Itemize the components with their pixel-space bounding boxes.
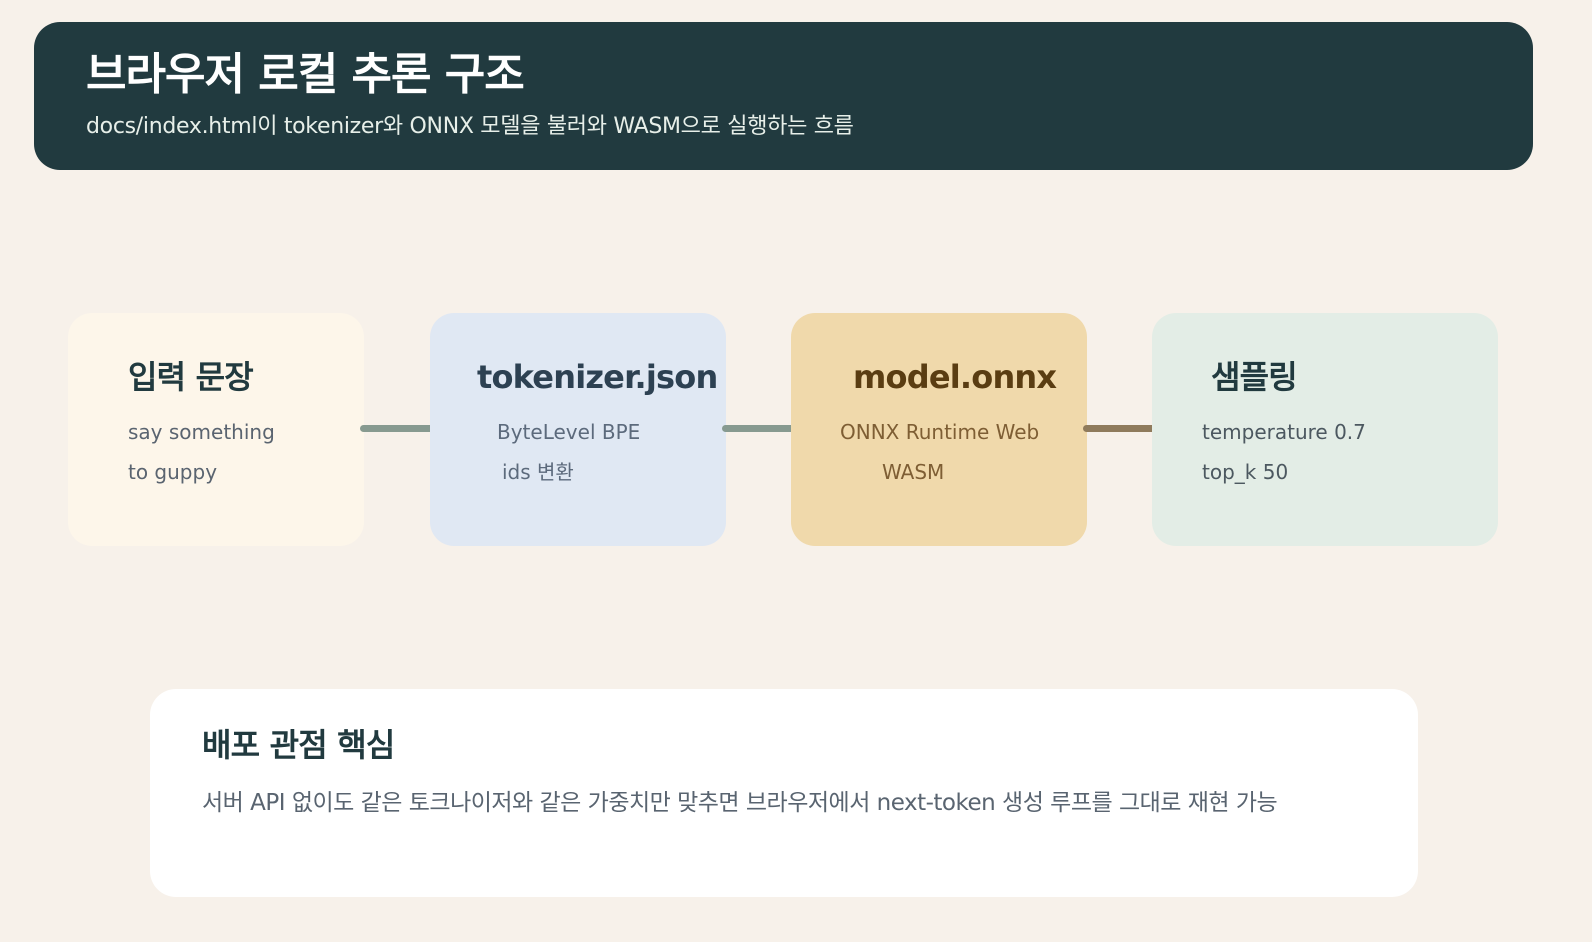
tokenizer-card-line-2: ids 변환	[502, 460, 574, 484]
sampling-card-title: 샘플링	[1211, 358, 1298, 396]
page-title: 브라우저 로컬 추론 구조	[86, 49, 525, 100]
connector-tokenizer-model	[722, 425, 795, 432]
input-sentence-card: 입력 문장 say something to guppy	[68, 313, 364, 546]
tokenizer-card-line-1: ByteLevel BPE	[497, 420, 641, 444]
input-card-title: 입력 문장	[128, 358, 254, 396]
model-card: model.onnx ONNX Runtime Web WASM	[791, 313, 1087, 546]
model-card-title: model.onnx	[853, 358, 1057, 396]
connector-input-tokenizer	[360, 425, 435, 432]
sampling-card-line-2: top_k 50	[1202, 460, 1289, 484]
model-card-line-1: ONNX Runtime Web	[840, 420, 1040, 444]
header-banner: 브라우저 로컬 추론 구조 docs/index.html이 tokenizer…	[34, 22, 1533, 170]
tokenizer-card-title: tokenizer.json	[477, 358, 718, 396]
connector-model-sampling	[1083, 425, 1156, 432]
input-card-line-1: say something	[128, 420, 275, 444]
sampling-card: 샘플링 temperature 0.7 top_k 50	[1152, 313, 1498, 546]
sampling-card-line-1: temperature 0.7	[1202, 420, 1366, 444]
summary-text: 서버 API 없이도 같은 토크나이저와 같은 가중치만 맞추면 브라우저에서 …	[202, 790, 1278, 816]
model-card-line-2: WASM	[882, 460, 945, 484]
summary-title: 배포 관점 핵심	[202, 726, 395, 764]
summary-card: 배포 관점 핵심 서버 API 없이도 같은 토크나이저와 같은 가중치만 맞추…	[150, 689, 1418, 897]
input-card-line-2: to guppy	[128, 460, 218, 484]
page-subtitle: docs/index.html이 tokenizer와 ONNX 모델을 불러와…	[86, 114, 854, 139]
tokenizer-card: tokenizer.json ByteLevel BPE ids 변환	[430, 313, 726, 546]
